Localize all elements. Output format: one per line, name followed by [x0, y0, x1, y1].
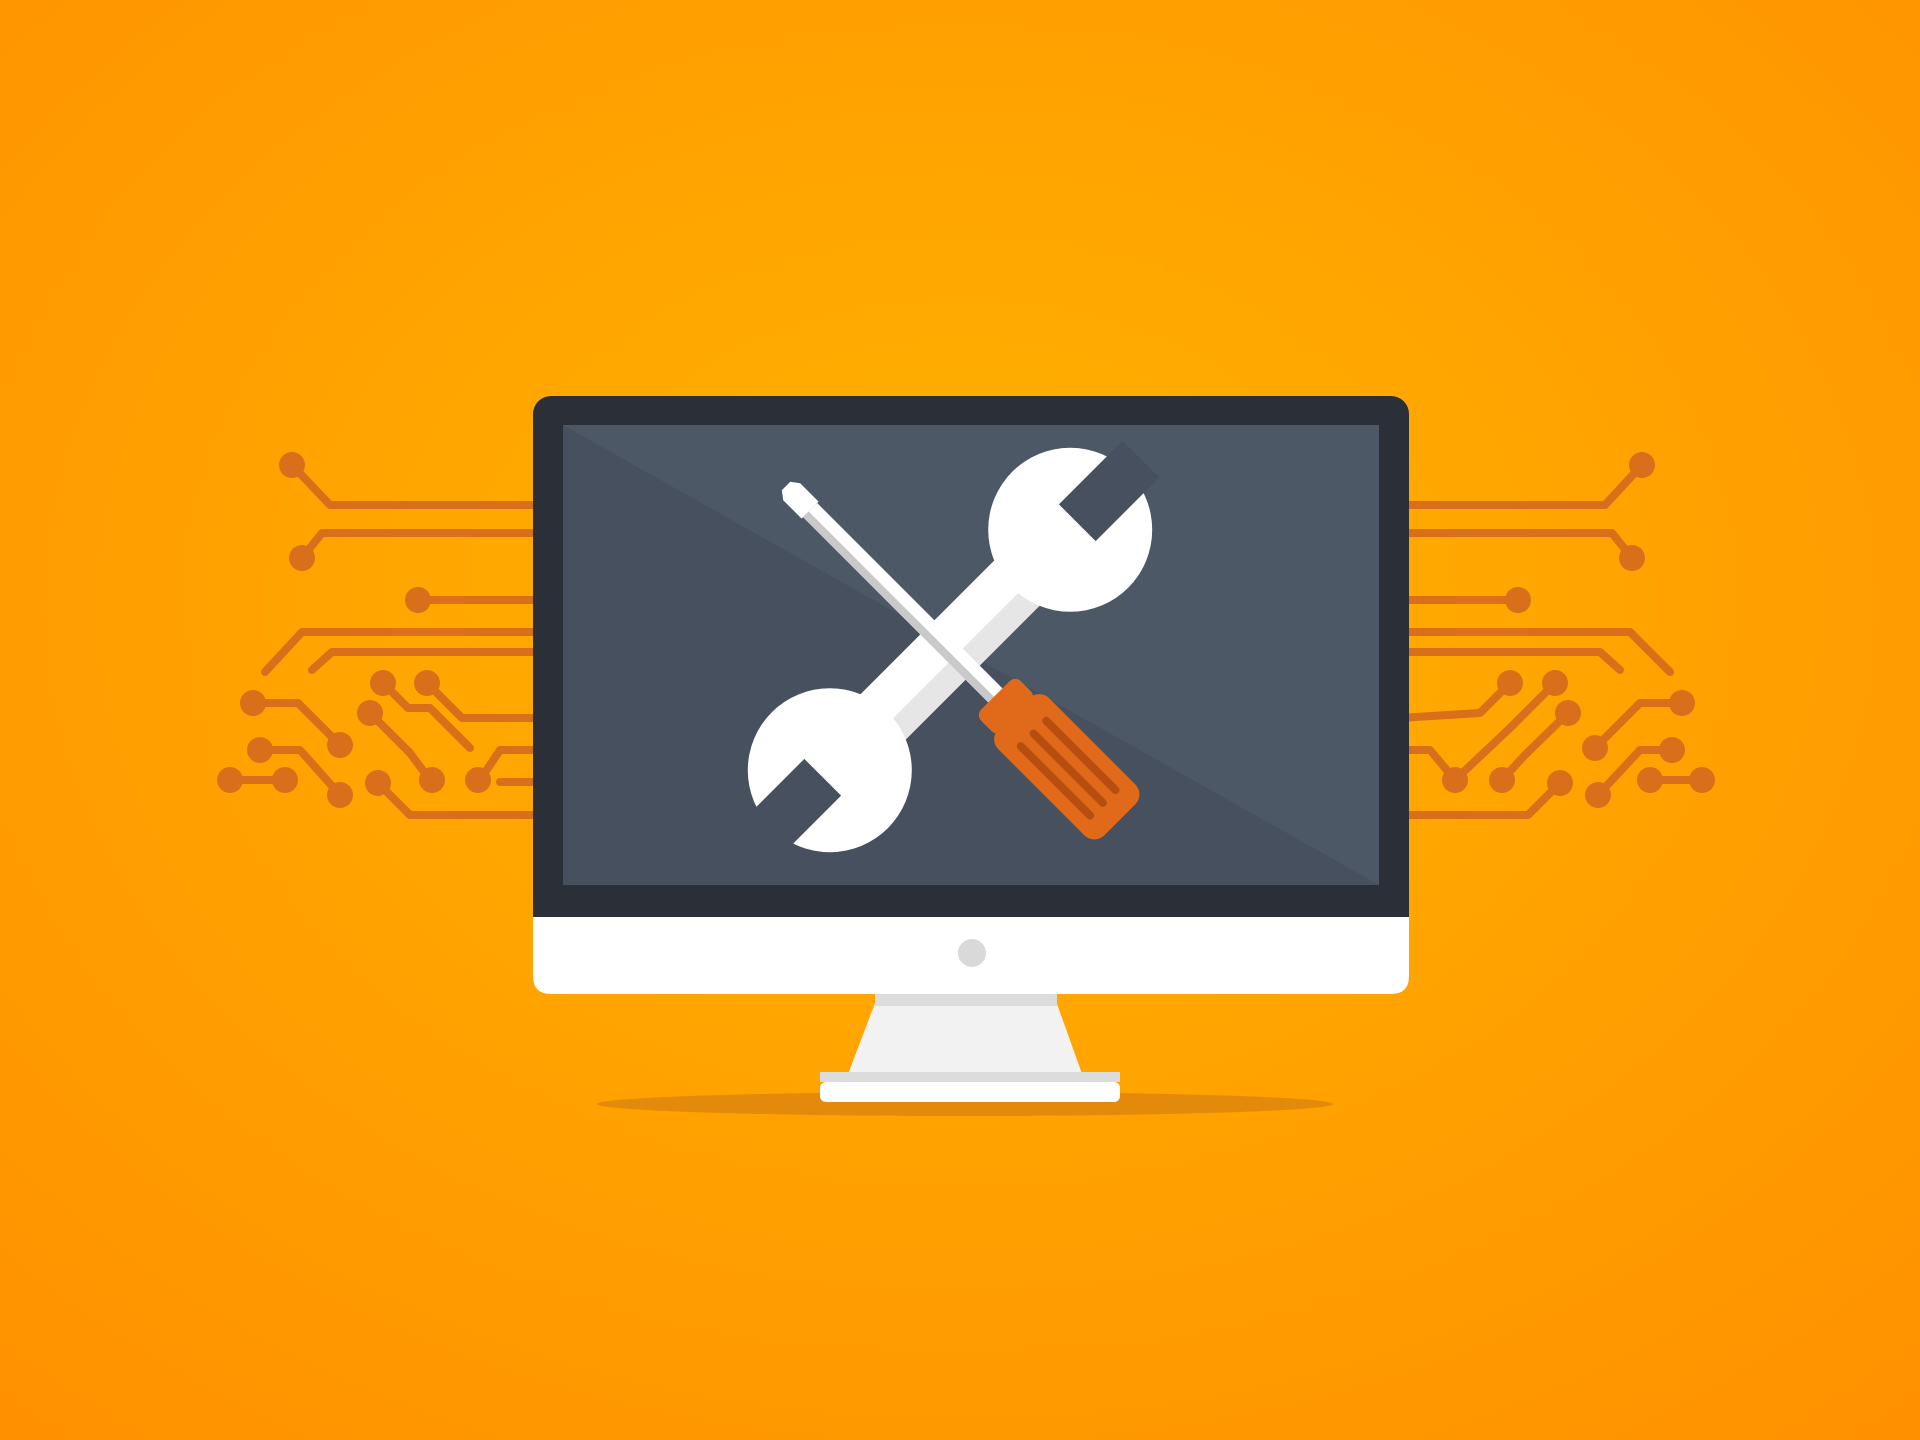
screwdriver-handle-groove-1 — [1042, 716, 1120, 795]
screwdriver-ferrule — [978, 678, 1034, 734]
monitor-shadow — [597, 1092, 1333, 1116]
screwdriver-tip — [781, 481, 819, 519]
monitor-power-button — [958, 939, 986, 967]
screwdriver-handle-groove-3 — [1016, 742, 1095, 820]
wrench-head-bottom — [740, 688, 912, 860]
monitor-stand — [845, 990, 1085, 1082]
screwdriver-shaft — [803, 503, 1009, 709]
screwdriver-shaft-shade — [803, 511, 1000, 709]
monitor-base-shade — [820, 1072, 1120, 1082]
circuit-traces-right — [1396, 461, 1706, 819]
wrench-head-top — [988, 440, 1160, 612]
monitor-base — [820, 1082, 1120, 1102]
screwdriver-icon — [781, 481, 1140, 840]
circuit-nodes-right — [1442, 452, 1715, 808]
circuit-nodes-left — [217, 452, 491, 808]
screwdriver-handle-groove-2 — [1029, 729, 1107, 807]
